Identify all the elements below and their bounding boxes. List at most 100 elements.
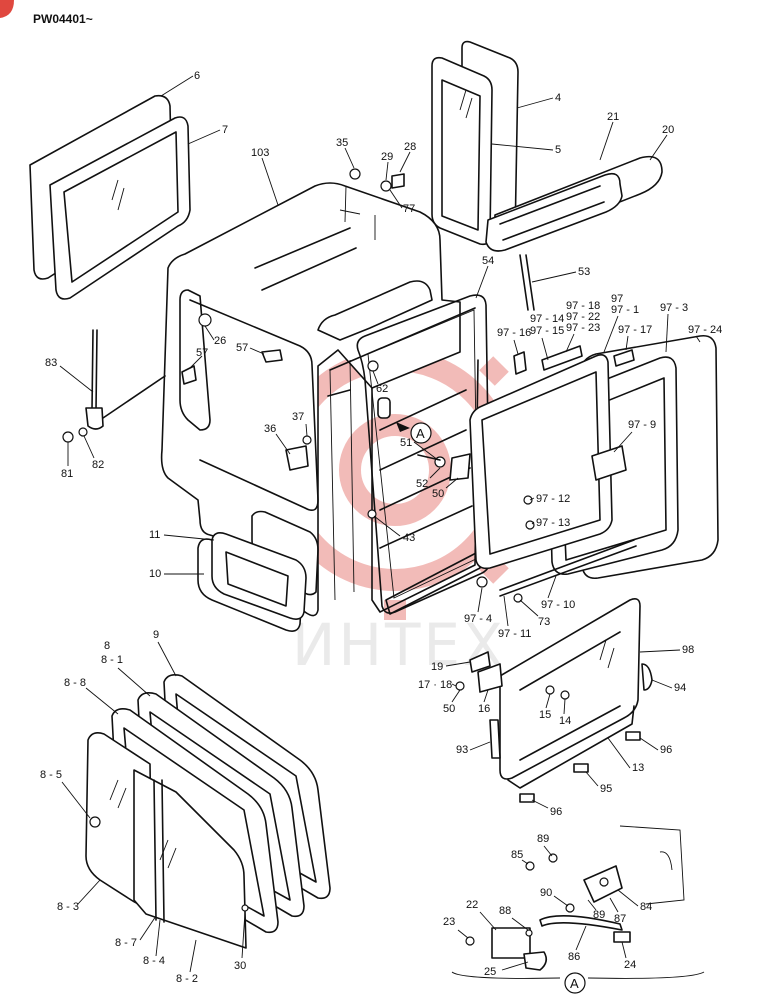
label-83: 83	[45, 357, 57, 369]
label-73: 73	[538, 616, 550, 628]
label-15: 15	[539, 709, 551, 721]
label-97-15: 97 - 15	[530, 325, 564, 337]
label-25: 25	[484, 966, 496, 978]
label-8: 8	[104, 640, 110, 652]
label-23: 23	[443, 916, 455, 928]
label-9: 9	[153, 629, 159, 641]
label-97-16: 97 - 16	[497, 327, 531, 339]
label-16: 16	[478, 703, 490, 715]
antenna	[62, 329, 166, 443]
label-89-top: 89	[537, 833, 549, 845]
watermark-text: ИНТЕХ	[292, 611, 506, 679]
label-10: 10	[149, 568, 161, 580]
arrow-icon	[396, 422, 410, 432]
label-36: 36	[264, 423, 276, 435]
label-7: 7	[222, 124, 228, 136]
label-97-9: 97 - 9	[628, 419, 656, 431]
label-97-3: 97 - 3	[660, 302, 688, 314]
label-97-14: 97 - 14	[530, 313, 564, 325]
label-17-18: 17 · 18	[418, 679, 452, 691]
label-50-lower: 50	[443, 703, 455, 715]
detail-a-callout	[410, 422, 432, 444]
label-97-24: 97 - 24	[688, 324, 722, 336]
part-labels: 6 7 4 5 21 20 103 35 29 28 77 53 54 26 5…	[40, 70, 722, 985]
label-43: 43	[403, 532, 415, 544]
label-5: 5	[555, 144, 561, 156]
label-86: 86	[568, 951, 580, 963]
label-19: 19	[431, 661, 443, 673]
label-98: 98	[682, 644, 694, 656]
label-95: 95	[600, 783, 612, 795]
label-30: 30	[234, 960, 246, 972]
label-20: 20	[662, 124, 674, 136]
label-51: 51	[400, 437, 412, 449]
label-11: 11	[149, 529, 160, 541]
label-35: 35	[336, 137, 348, 149]
label-94: 94	[674, 682, 686, 694]
label-89-bottom: 89	[593, 909, 605, 921]
top-left-window	[29, 94, 191, 300]
label-81: 81	[61, 468, 73, 480]
label-97-11: 97 - 11	[498, 628, 531, 640]
visor	[485, 155, 663, 252]
detail-a-label: A	[570, 976, 579, 991]
detail-a-callout-label: A	[416, 426, 425, 441]
label-8-5: 8 - 5	[40, 769, 62, 781]
label-96-left: 96	[550, 806, 562, 818]
detail-a-label-circle	[564, 972, 586, 994]
label-62: 62	[376, 383, 388, 395]
label-37: 37	[292, 411, 304, 423]
label-54: 54	[482, 255, 494, 267]
label-8-3: 8 - 3	[57, 901, 79, 913]
label-8-4: 8 - 4	[143, 955, 165, 967]
label-97-1: 97 - 1	[611, 304, 639, 316]
label-52: 52	[416, 478, 428, 490]
label-4: 4	[555, 92, 561, 104]
label-85: 85	[511, 849, 523, 861]
label-21: 21	[607, 111, 619, 123]
label-50-door: 50	[432, 488, 444, 500]
label-97-22: 97 - 22	[566, 311, 600, 323]
label-8-7: 8 - 7	[115, 937, 137, 949]
label-87: 87	[614, 913, 626, 925]
label-77: 77	[403, 203, 415, 215]
label-96-right: 96	[660, 744, 672, 756]
label-84: 84	[640, 901, 652, 913]
label-26: 26	[214, 335, 226, 347]
label-57-left: 57	[196, 347, 208, 359]
cab-hardware	[181, 168, 471, 519]
cab-body	[160, 182, 481, 617]
corner-badge	[0, 0, 14, 18]
label-82: 82	[92, 459, 104, 471]
label-13: 13	[632, 762, 644, 774]
label-28: 28	[404, 141, 416, 153]
seal-strip	[519, 254, 535, 311]
label-29: 29	[381, 151, 393, 163]
label-97-18: 97 - 18	[566, 300, 600, 312]
label-103: 103	[251, 147, 269, 159]
label-97-10: 97 - 10	[541, 599, 575, 611]
sliding-window-assembly	[469, 334, 719, 603]
side-small-window	[197, 532, 307, 632]
label-97-23: 97 - 23	[566, 322, 600, 334]
model-code: PW04401~	[33, 12, 93, 26]
label-8-8: 8 - 8	[64, 677, 86, 689]
detail-a-assembly	[451, 825, 705, 979]
label-22: 22	[466, 899, 478, 911]
label-57-mid: 57	[236, 342, 248, 354]
label-53: 53	[578, 266, 590, 278]
label-90: 90	[540, 887, 552, 899]
door-window-assembly	[85, 674, 331, 949]
label-97-12: 97 - 12	[536, 493, 570, 505]
label-24: 24	[624, 959, 636, 971]
label-97-17: 97 - 17	[618, 324, 652, 336]
label-88: 88	[499, 905, 511, 917]
label-14: 14	[559, 715, 571, 727]
label-8-2: 8 - 2	[176, 973, 198, 985]
label-6: 6	[194, 70, 200, 82]
label-97-13: 97 - 13	[536, 517, 570, 529]
label-97-4: 97 - 4	[464, 613, 492, 625]
label-93: 93	[456, 744, 468, 756]
label-97: 97	[611, 293, 623, 305]
